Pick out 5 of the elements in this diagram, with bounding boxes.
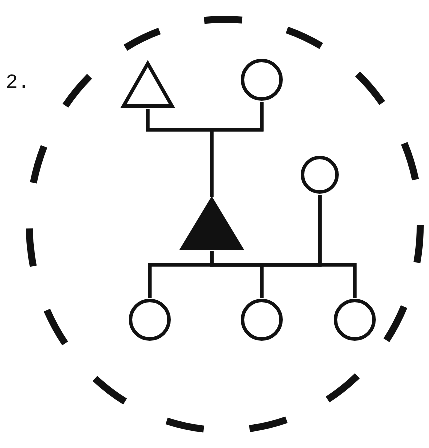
connector-line (210, 102, 264, 197)
dashed-circle-outline (25, 15, 425, 435)
figure-number: 2. (6, 72, 30, 95)
connector-line (318, 195, 357, 298)
filled-triangle-symbol (182, 200, 242, 248)
